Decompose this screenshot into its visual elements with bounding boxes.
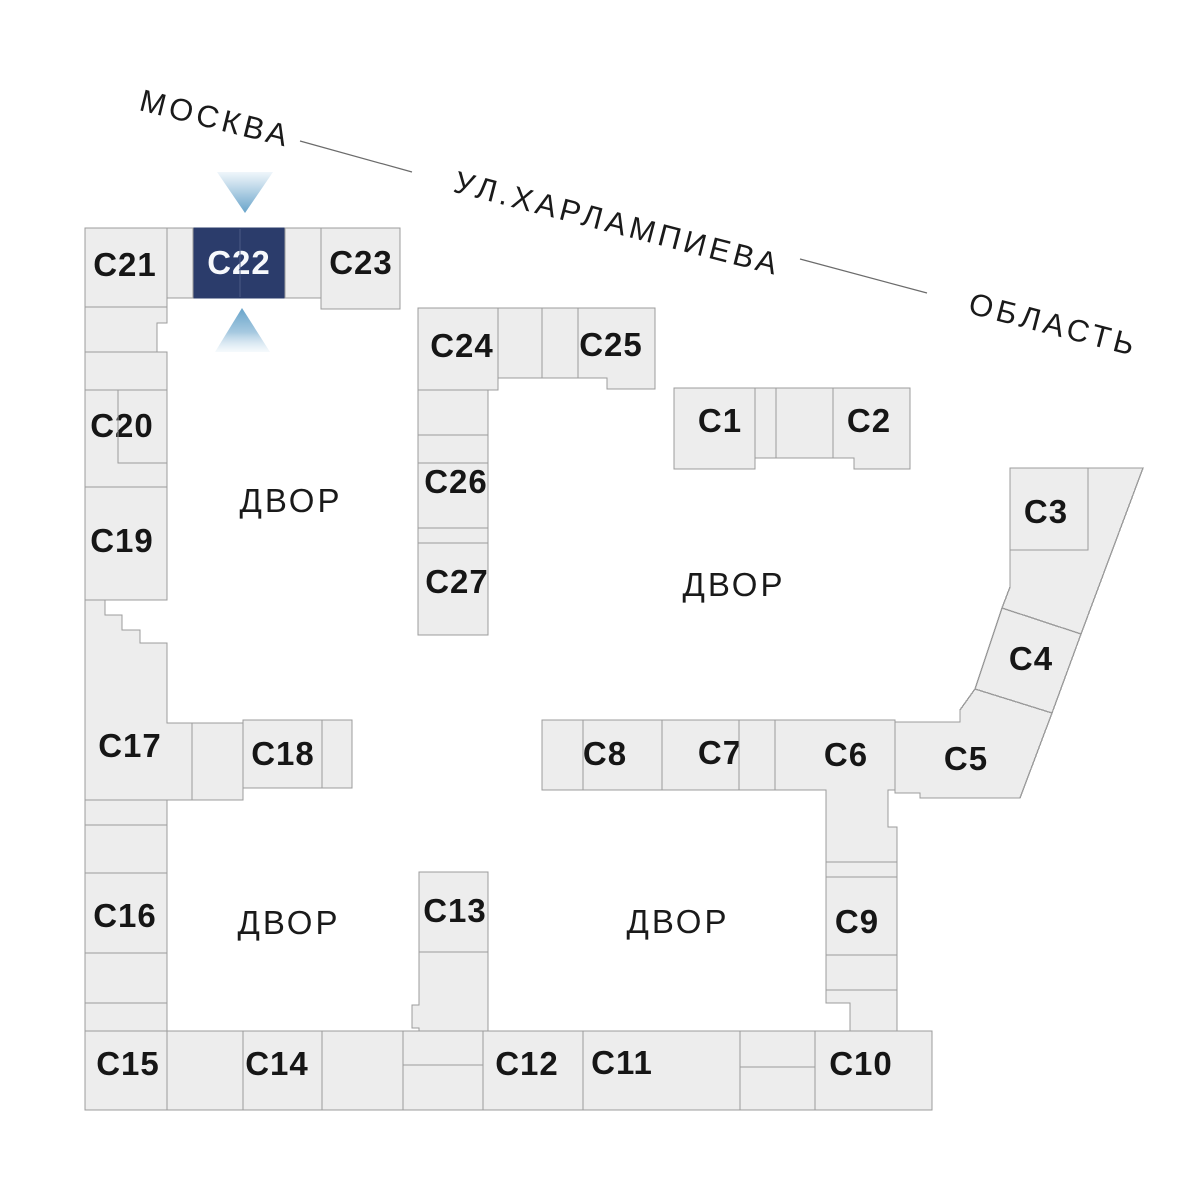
building-seg-19 [754,387,777,459]
building-label-c4: С4 [1009,640,1053,677]
building-seg-06 [84,824,168,874]
building-c5[interactable] [894,688,1053,799]
building-seg-27 [191,722,244,801]
building-seg-12 [739,1030,816,1111]
building-label-c24: С24 [430,327,494,364]
street-label-oblast: ОБЛАСТЬ [965,286,1142,363]
courtyard-label-4: ДВОР [627,903,730,940]
street-label-kharlampieva: УЛ.ХАРЛАМПИЕВА [450,164,784,282]
arrow-down-icon [217,172,273,213]
street-line-2 [799,258,928,294]
courtyard-label-1: ДВОР [240,482,343,519]
building-label-c11: С11 [591,1044,653,1081]
building-label-c1: С1 [698,402,742,439]
building-label-c27: С27 [425,563,489,600]
building-c6[interactable] [774,719,898,863]
building-label-c26: С26 [424,463,488,500]
building-seg-21 [1001,467,1145,635]
arrows-layer [215,172,273,352]
building-seg-01 [166,227,194,299]
building-label-c19: С19 [90,522,154,559]
building-label-c7: С7 [698,734,742,771]
building-label-c17: С17 [98,727,162,764]
building-seg-25 [825,954,898,991]
building-seg-20 [775,387,834,459]
dividers-layer [117,229,815,1068]
building-seg-10 [321,1030,404,1111]
building-label-c22: С22 [207,244,271,281]
building-label-c2: С2 [847,402,891,439]
building-label-c14: С14 [245,1045,309,1082]
building-seg-08 [84,1002,168,1032]
building-label-c9: С9 [835,903,879,940]
building-seg-23 [738,719,776,791]
building-label-c13: С13 [423,892,487,929]
building-label-c18: С18 [251,735,315,772]
building-label-c12: С12 [495,1045,559,1082]
building-seg-17 [417,434,489,464]
building-label-c16: С16 [93,897,157,934]
building-c24[interactable] [417,307,499,391]
building-label-c6: С6 [824,736,868,773]
block-divider-2 [117,390,167,464]
building-seg-13 [411,951,489,1032]
building-seg-05 [84,799,168,826]
building-seg-15 [541,307,579,379]
arrow-up-icon [215,308,270,352]
building-seg-28 [321,719,353,789]
courtyard-label-3: ДВОР [238,904,341,941]
courtyards-layer: ДВОР ДВОР ДВОР ДВОР [238,482,786,941]
street-line-1 [299,140,413,173]
building-seg-18 [417,527,489,544]
building-label-c21: С21 [93,246,157,283]
building-seg-03 [84,306,168,353]
building-seg-14 [497,307,543,379]
street-label-moskva: МОСКВА [136,83,295,154]
building-seg-22 [541,719,584,791]
building-label-c10: С10 [829,1045,893,1082]
building-label-c3: С3 [1024,493,1068,530]
building-seg-02 [284,227,322,299]
building-seg-24 [825,861,898,878]
building-label-c20: С20 [90,407,154,444]
building-label-c15: С15 [96,1045,160,1082]
building-seg-11 [402,1030,484,1111]
building-label-c5: С5 [944,740,988,777]
building-seg-04 [84,351,168,391]
building-seg-07 [84,952,168,1004]
building-label-c25: С25 [579,326,643,363]
building-c17[interactable] [84,599,193,801]
building-c1[interactable] [673,387,756,470]
building-seg-16 [417,389,489,436]
building-seg-26 [825,989,898,1032]
building-label-c8: С8 [583,735,627,772]
courtyard-label-2: ДВОР [683,566,786,603]
building-seg-09 [166,1030,244,1111]
building-label-c23: С23 [329,244,393,281]
